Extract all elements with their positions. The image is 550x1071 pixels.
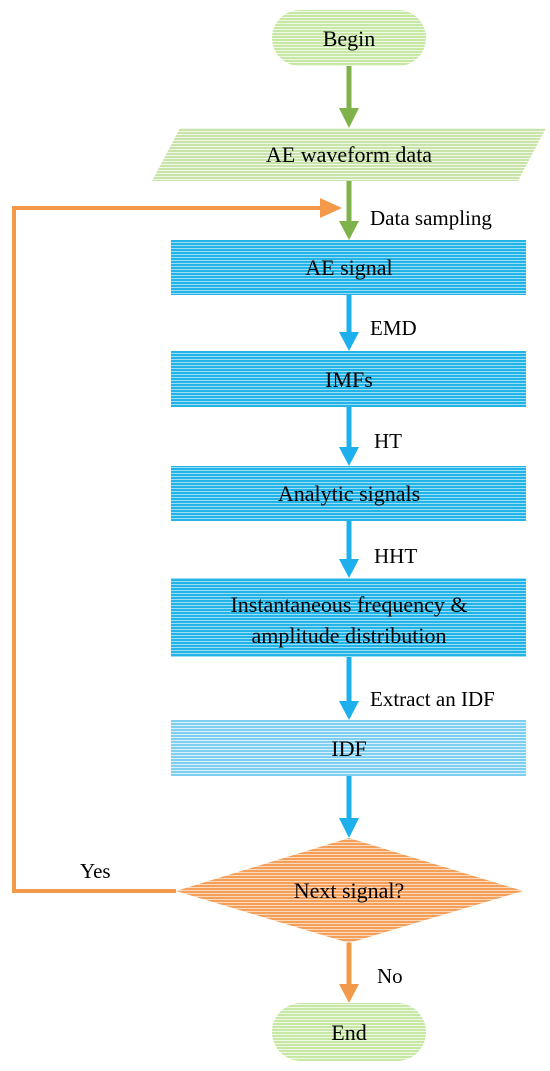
next-signal-decision-node: Next signal? xyxy=(176,838,523,943)
imfs-label: IMFs xyxy=(325,367,373,392)
arrowhead-idf-to-decision xyxy=(339,818,359,838)
edge-label-data-sampling: Data sampling xyxy=(370,206,492,230)
arrowhead-decision-to-end xyxy=(339,984,359,1003)
ae-waveform-data-node: AE waveform data xyxy=(152,128,546,181)
arrowhead-imfs-to-analytic xyxy=(339,447,359,466)
arrowhead-instantaneous-to-idf xyxy=(339,701,359,720)
idf-node: IDF xyxy=(171,720,526,776)
ae-waveform-data-label: AE waveform data xyxy=(266,142,432,167)
analytic-signals-label: Analytic signals xyxy=(278,481,420,506)
imfs-node: IMFs xyxy=(171,351,526,407)
instantaneous-label-line1: Instantaneous frequency & xyxy=(230,592,467,617)
analytic-signals-node: Analytic signals xyxy=(171,466,526,521)
begin-node: Begin xyxy=(272,10,426,66)
end-node: End xyxy=(272,1003,426,1061)
instantaneous-label-line2: amplitude distribution xyxy=(252,623,447,648)
idf-label: IDF xyxy=(331,736,366,761)
instantaneous-distribution-node: Instantaneous frequency & amplitude dist… xyxy=(171,578,526,657)
ae-signal-node: AE signal xyxy=(171,240,526,295)
edge-label-emd: EMD xyxy=(370,316,417,340)
edge-label-ht: HT xyxy=(374,429,402,453)
next-signal-label: Next signal? xyxy=(294,878,405,903)
end-label: End xyxy=(331,1020,366,1045)
arrowhead-begin-to-waveform xyxy=(339,108,359,128)
arrowhead-signal-to-imfs xyxy=(339,332,359,351)
arrowhead-loop-back xyxy=(320,198,342,218)
loop-back-line-yes xyxy=(12,206,322,893)
edge-label-extract-idf: Extract an IDF xyxy=(370,687,495,711)
edge-label-yes: Yes xyxy=(80,859,111,883)
arrowhead-analytic-to-instantaneous xyxy=(339,559,359,578)
ae-signal-label: AE signal xyxy=(305,255,392,280)
begin-label: Begin xyxy=(323,26,376,51)
arrowhead-waveform-to-signal xyxy=(339,221,359,240)
edge-label-hht: HHT xyxy=(374,544,417,568)
edge-label-no: No xyxy=(377,964,403,988)
